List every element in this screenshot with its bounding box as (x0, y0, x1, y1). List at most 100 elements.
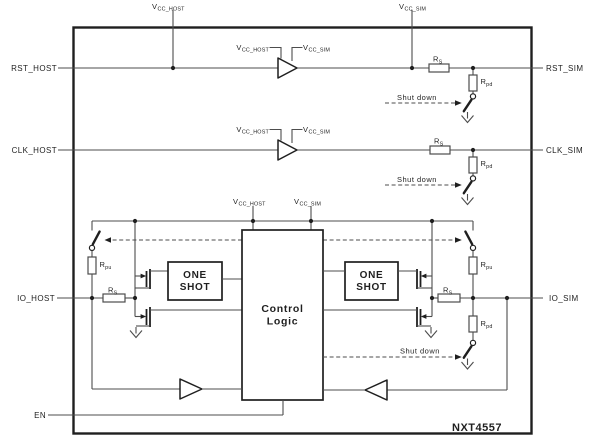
r-sub: S (439, 59, 443, 65)
junction-dots (89, 65, 510, 301)
io-host-port-label: IO_HOST (17, 294, 55, 303)
io-section: VCC_HOST VCC_SIM Rpu Rpu RS (57, 197, 543, 401)
spst-switch-icon (469, 175, 477, 182)
arrow-right-icon (140, 314, 147, 319)
spst-switch-icon (469, 244, 477, 252)
r-main: R (481, 319, 487, 328)
one-shot-left-block (167, 261, 223, 301)
switch-blade (91, 230, 101, 246)
rpd-label: Rpd (481, 159, 493, 170)
rs-resistor (429, 145, 451, 155)
vcc-host-sub: CC_HOST (242, 48, 270, 54)
clk-sim-port-label: CLK_SIM (546, 146, 583, 155)
rst-channel: VCC_HOST VCC_SIM RS Rpd Shut down (58, 43, 543, 124)
junction-dot (308, 218, 314, 224)
switch-blade (464, 230, 474, 246)
buffer-triangle-icon (277, 139, 298, 161)
r-sub: pd (486, 164, 492, 170)
vcc-sim-sub: CC_SIM (405, 7, 427, 13)
vcc-host-sub: CC_HOST (239, 202, 267, 208)
r-sub: pd (486, 82, 492, 88)
clk-channel: VCC_HOST VCC_SIM RS Rpd Shut down (58, 125, 543, 206)
one-shot-line1: ONE (360, 270, 384, 281)
r-main: R (433, 55, 439, 64)
io-sim-port-label: IO_SIM (549, 294, 579, 303)
junction-dot (132, 218, 138, 224)
r-sub: pu (105, 265, 111, 271)
switch-blade (462, 98, 473, 113)
vcc-sim-sub: CC_SIM (309, 48, 331, 54)
switch-blade (462, 180, 473, 195)
vcc-sim-main: V (294, 197, 300, 206)
rpd-resistor (468, 74, 478, 92)
rst-sim-port-label: RST_SIM (546, 64, 583, 73)
buffer-triangle-icon (364, 379, 388, 401)
rpu-label: Rpu (100, 260, 112, 271)
junction-dot (470, 295, 476, 301)
port-labels: RST_HOST CLK_HOST IO_HOST EN RST_SIM CLK… (11, 64, 583, 420)
rs-label: RS (108, 286, 118, 297)
r-sub: S (449, 290, 453, 296)
rs-label: RS (433, 55, 443, 66)
one-shot-line2: SHOT (180, 282, 211, 293)
junction-dot (429, 218, 435, 224)
buffer-vcc-host-label: VCC_HOST (236, 125, 269, 136)
r-sub: pu (486, 265, 492, 271)
buffer-triangle-icon (179, 378, 203, 400)
buffer-triangle-icon (277, 57, 298, 79)
one-shot-right-block (344, 261, 399, 301)
rpu-resistor (87, 256, 97, 275)
vcc-sim-top-label: VCC_SIM (399, 2, 426, 13)
shutdown-label: Shut down (400, 347, 440, 356)
r-sub: S (114, 290, 118, 296)
junction-dot (170, 65, 176, 71)
arrow-right-icon (140, 273, 147, 279)
junction-dot (470, 147, 476, 153)
junction-dot (429, 295, 435, 301)
r-sub: S (440, 141, 444, 147)
shutdown-label: Shut down (397, 93, 437, 102)
buffer-vcc-sim-stub (291, 46, 303, 61)
junction-dot (504, 295, 510, 301)
vcc-sim-main: V (399, 2, 405, 11)
vcc-host-label: VCC_HOST (233, 197, 266, 208)
r-main: R (100, 260, 106, 269)
r-main: R (481, 260, 487, 269)
rpu-label: Rpu (481, 260, 493, 271)
junction-dot (470, 65, 476, 71)
buffer-vcc-sim-label: VCC_SIM (303, 43, 330, 54)
spst-switch-icon (469, 93, 477, 100)
arrow-left-icon (420, 273, 427, 279)
vcc-host-top-label: VCC_HOST (152, 2, 185, 13)
shutdown-label: Shut down (397, 175, 437, 184)
r-main: R (481, 77, 487, 86)
vcc-host-main: V (236, 43, 242, 52)
spst-switch-icon (88, 244, 96, 252)
rpd-label: Rpd (481, 319, 493, 330)
r-main: R (108, 286, 114, 295)
spst-switch-icon (469, 339, 477, 347)
vcc-host-sub: CC_HOST (242, 130, 270, 136)
buffer-vcc-host-label: VCC_HOST (236, 43, 269, 54)
one-shot-line1: ONE (183, 270, 207, 281)
chip-name-label: NXT4557 (452, 422, 502, 434)
control-logic-line2: Logic (267, 316, 299, 328)
rs-resistor (428, 63, 450, 73)
junction-dot (132, 295, 138, 301)
vcc-host-main: V (236, 125, 242, 134)
buffer-vcc-sim-label: VCC_SIM (303, 125, 330, 136)
arrow-right-icon (455, 100, 462, 106)
r-sub: pd (486, 324, 492, 330)
arrow-right-icon (455, 182, 462, 188)
buffer-vcc-sim-stub (291, 128, 303, 143)
r-main: R (434, 137, 440, 146)
clk-host-port-label: CLK_HOST (12, 146, 57, 155)
buffer-vcc-host-stub (269, 128, 282, 141)
vcc-host-sub: CC_HOST (158, 7, 186, 13)
vcc-sim-main: V (303, 43, 309, 52)
junction-dot (409, 65, 415, 71)
arrow-left-icon (420, 314, 427, 319)
rpd-resistor (468, 315, 478, 333)
vcc-sim-sub: CC_SIM (300, 202, 322, 208)
